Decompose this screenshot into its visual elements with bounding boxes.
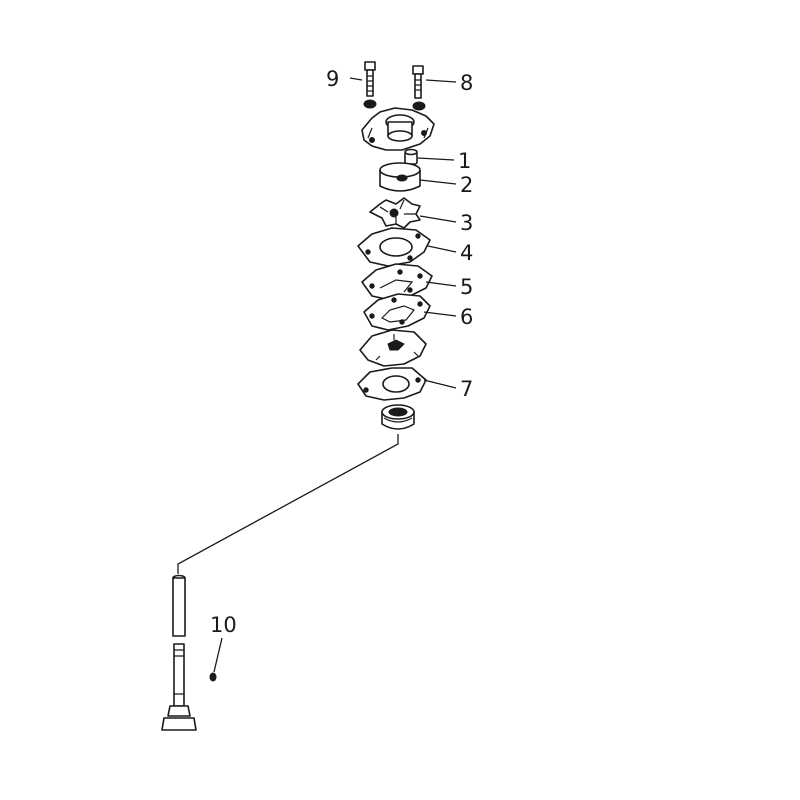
leader-line-3 — [419, 215, 457, 223]
leader-line-1 — [417, 157, 455, 161]
callout-5: 5 — [460, 275, 473, 299]
intermediate-plate-part — [359, 329, 427, 367]
woodruff-key-part — [209, 672, 217, 682]
drive-shaft-part — [161, 574, 197, 731]
sleeve-part — [404, 148, 418, 165]
callout-8: 8 — [460, 71, 473, 95]
lower-gasket-part — [357, 367, 427, 401]
leader-line-8 — [425, 79, 457, 83]
callout-9: 9 — [326, 67, 339, 91]
washer-right-part — [412, 101, 426, 111]
bolt-right-part — [412, 65, 424, 99]
assembly-line — [177, 434, 399, 574]
callout-1: 1 — [458, 149, 471, 173]
bolt-left-part — [364, 61, 376, 97]
callout-10: 10 — [210, 613, 237, 637]
impeller-part — [369, 197, 421, 229]
callout-6: 6 — [460, 305, 473, 329]
leader-line-9 — [349, 77, 363, 81]
seal-bushing-part — [381, 404, 415, 430]
leader-line-4 — [427, 245, 457, 253]
leader-line-5 — [425, 281, 457, 287]
pump-housing-part — [361, 107, 435, 151]
outer-plate-part — [361, 263, 433, 301]
leader-line-10 — [213, 637, 223, 673]
callout-4: 4 — [460, 241, 473, 265]
leader-line-7 — [423, 379, 457, 389]
callout-2: 2 — [460, 173, 473, 197]
callout-3: 3 — [460, 211, 473, 235]
leader-line-2 — [419, 179, 457, 185]
washer-left-part — [363, 99, 377, 109]
insert-cup-part — [379, 162, 421, 192]
cartridge-plate-part — [363, 293, 431, 331]
leader-line-6 — [423, 311, 457, 317]
callout-7: 7 — [460, 377, 473, 401]
gasket-part — [357, 227, 431, 267]
